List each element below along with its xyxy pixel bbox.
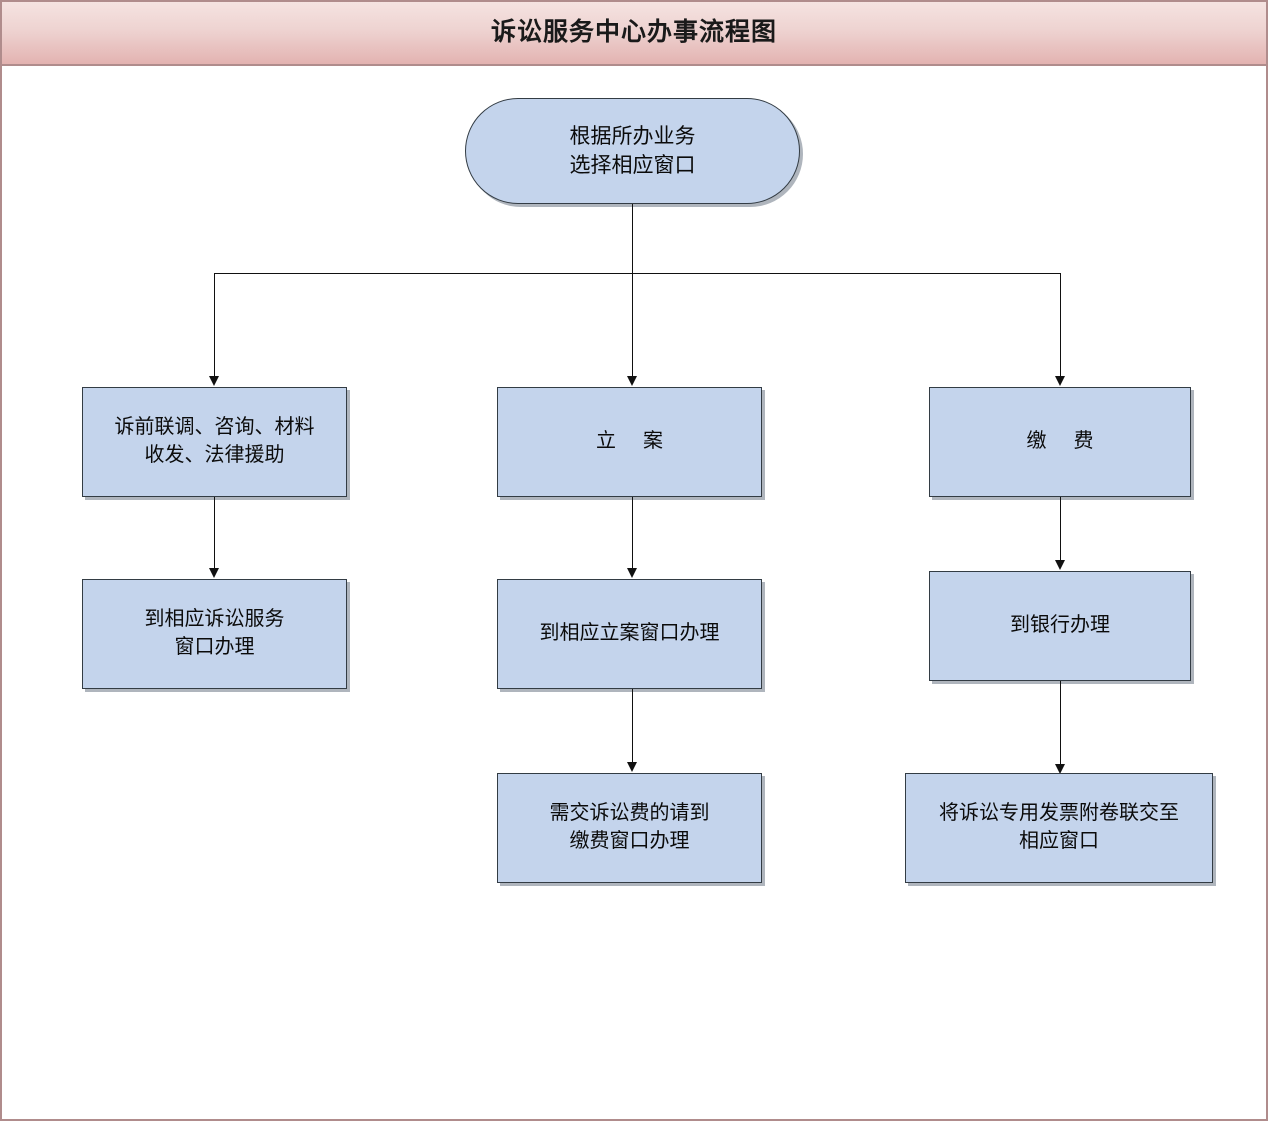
arrowhead-b2-s3 (627, 762, 637, 772)
arrowhead-b3-s2 (1055, 560, 1065, 570)
arrowhead-b3-s3 (1055, 764, 1065, 774)
connector-split-to-branch-2 (632, 273, 633, 381)
connector-start-trunk (632, 204, 633, 274)
connector-split-to-branch-1 (214, 273, 215, 381)
node-branch-3-step-3[interactable]: 将诉讼专用发票附卷联交至 相应窗口 (905, 773, 1213, 883)
arrowhead-b1-s2 (209, 568, 219, 578)
connector-b3-s2-to-s3 (1060, 681, 1061, 769)
node-branch-1-step-1[interactable]: 诉前联调、咨询、材料 收发、法律援助 (82, 387, 347, 497)
connector-b2-s2-to-s3 (632, 689, 633, 767)
arrowhead-branch-3 (1055, 376, 1065, 386)
node-branch-3-step-1[interactable]: 缴 费 (929, 387, 1191, 497)
node-branch-3-step-2[interactable]: 到银行办理 (929, 571, 1191, 681)
title-bar: 诉讼服务中心办事流程图 (2, 2, 1266, 66)
arrowhead-branch-1 (209, 376, 219, 386)
connector-split-bar (214, 273, 1060, 274)
node-start[interactable]: 根据所办业务 选择相应窗口 (465, 98, 800, 204)
arrowhead-b2-s2 (627, 568, 637, 578)
connector-b1-s1-to-s2 (214, 497, 215, 573)
node-branch-2-step-1[interactable]: 立 案 (497, 387, 762, 497)
arrowhead-branch-2 (627, 376, 637, 386)
connector-b2-s1-to-s2 (632, 497, 633, 573)
node-branch-2-step-3[interactable]: 需交诉讼费的请到 缴费窗口办理 (497, 773, 762, 883)
flowchart-canvas: 根据所办业务 选择相应窗口 诉前联调、咨询、材料 收发、法律援助 到相应诉讼服务… (2, 68, 1266, 1119)
connector-split-to-branch-3 (1060, 273, 1061, 381)
node-branch-2-step-2[interactable]: 到相应立案窗口办理 (497, 579, 762, 689)
node-branch-1-step-2[interactable]: 到相应诉讼服务 窗口办理 (82, 579, 347, 689)
page-title: 诉讼服务中心办事流程图 (490, 19, 777, 46)
connector-b3-s1-to-s2 (1060, 497, 1061, 565)
